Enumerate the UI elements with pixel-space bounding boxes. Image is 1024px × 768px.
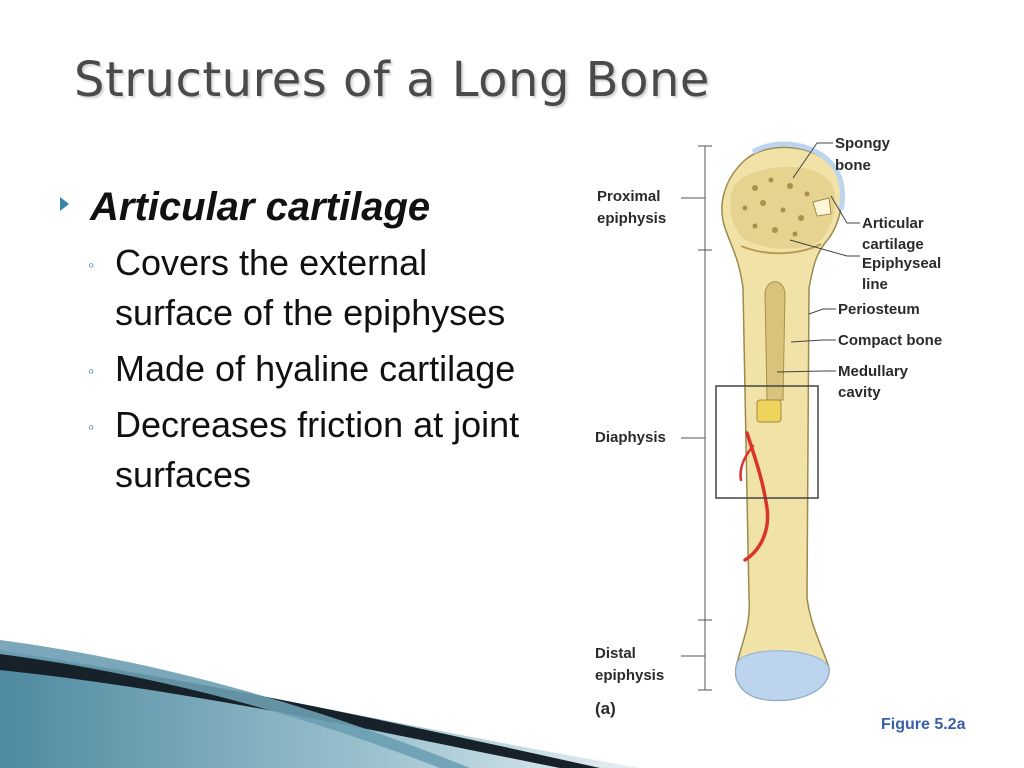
blood-vessel-branch bbox=[739, 444, 755, 482]
cut-notch bbox=[812, 197, 832, 217]
epiphyseal-line bbox=[740, 243, 822, 255]
figure-caption: Figure 5.2a bbox=[881, 716, 966, 733]
bone-illustration bbox=[721, 141, 846, 702]
label-epiphyseal-line: Epiphyseal line bbox=[862, 255, 945, 293]
sub-bullet-text: Decreases friction at joint surfaces bbox=[115, 404, 520, 495]
leader-lines bbox=[776, 142, 860, 373]
bullet-main-text: Articular cartilage bbox=[90, 185, 431, 229]
ring-bullet-icon: ◦ bbox=[88, 417, 95, 437]
blood-vessel bbox=[743, 431, 770, 562]
sub-bullet: ◦ Decreases friction at joint surfaces bbox=[58, 400, 528, 500]
label-proximal-epiphysis: Proximal epiphysis bbox=[597, 188, 666, 227]
label-diaphysis: Diaphysis bbox=[595, 429, 666, 446]
label-distal-epiphysis: Distal epiphysis bbox=[595, 645, 664, 684]
ring-bullet-icon: ◦ bbox=[88, 361, 95, 381]
label-compact-bone: Compact bone bbox=[838, 332, 942, 349]
decorative-swoosh bbox=[0, 640, 640, 768]
spongy-pores bbox=[742, 177, 824, 237]
articular-cartilage-proximal bbox=[751, 141, 846, 211]
sub-bullet-text: Made of hyaline cartilage bbox=[115, 348, 516, 389]
inset-box bbox=[715, 385, 819, 499]
bullet-list: Articular cartilage ◦ Covers the externa… bbox=[58, 180, 528, 500]
label-periosteum: Periosteum bbox=[838, 301, 920, 318]
label-spongy-bone: Spongy bone bbox=[835, 135, 894, 174]
region-brackets bbox=[681, 145, 712, 691]
long-bone-diagram: Spongy bone Proximal epiphysis Articular… bbox=[595, 135, 945, 718]
bullet-main: Articular cartilage bbox=[58, 180, 528, 234]
compact-bone-block bbox=[756, 399, 782, 423]
sub-bullet-text: Covers the external surface of the epiph… bbox=[115, 242, 506, 333]
sub-bullet: ◦ Covers the external surface of the epi… bbox=[58, 238, 528, 338]
sub-bullet: ◦ Made of hyaline cartilage bbox=[58, 344, 528, 394]
label-panel-a: (a) bbox=[595, 699, 616, 718]
triangle-bullet-icon bbox=[60, 197, 69, 211]
ring-bullet-icon: ◦ bbox=[88, 255, 95, 275]
label-articular-cartilage: Articular cartilage bbox=[862, 215, 928, 253]
label-medullary-cavity: Medullary cavity bbox=[838, 363, 912, 401]
medullary-cavity bbox=[764, 281, 786, 401]
articular-cartilage-distal bbox=[735, 650, 830, 701]
slide-title: Structures of a Long Bone bbox=[74, 52, 710, 108]
